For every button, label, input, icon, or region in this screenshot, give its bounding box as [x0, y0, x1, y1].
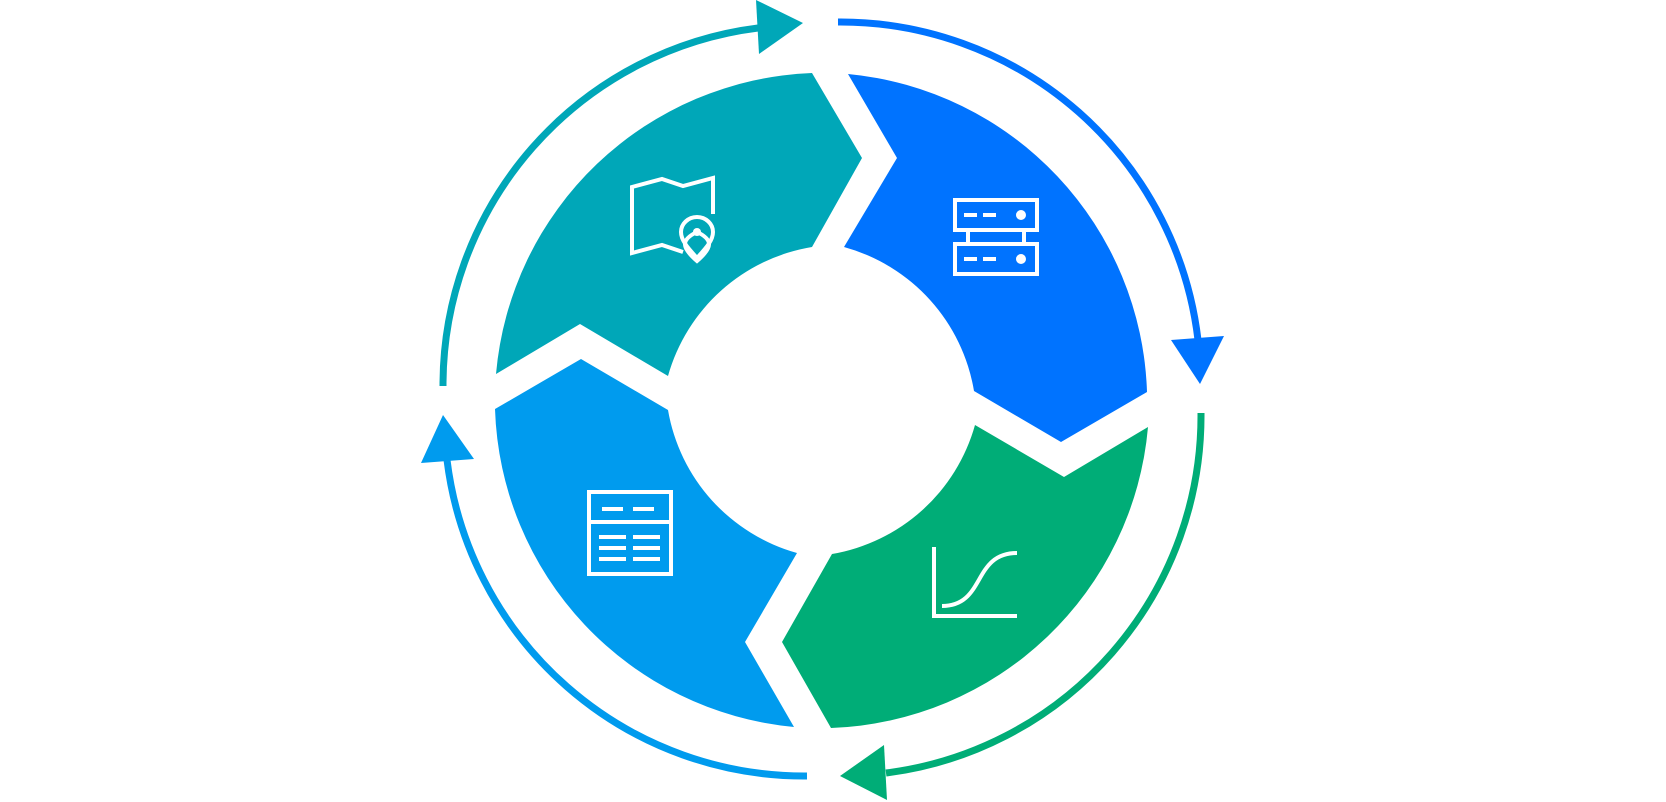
- growth-chart-icon: [932, 547, 1018, 618]
- arrow-arc-table-to-map: [439, 24, 759, 387]
- arrowhead-chart-to-table: [421, 415, 474, 463]
- arrowhead-servers-to-chart: [840, 745, 887, 800]
- arrow-arc-servers-to-chart: [885, 412, 1205, 777]
- server-rack-icon: [953, 198, 1039, 276]
- segment-map: [496, 73, 862, 376]
- segments: [495, 73, 1148, 728]
- outer-arrows: [421, 0, 1224, 800]
- arrow-arc-map-to-servers: [837, 18, 1202, 341]
- arrowhead-table-to-map: [756, 0, 803, 54]
- arrow-arc-chart-to-table: [443, 459, 808, 780]
- map-location-icon: [630, 175, 716, 264]
- arrowhead-map-to-servers: [1171, 336, 1224, 384]
- segment-chart: [782, 425, 1148, 728]
- data-table-icon: [587, 490, 673, 576]
- segment-table: [495, 359, 797, 727]
